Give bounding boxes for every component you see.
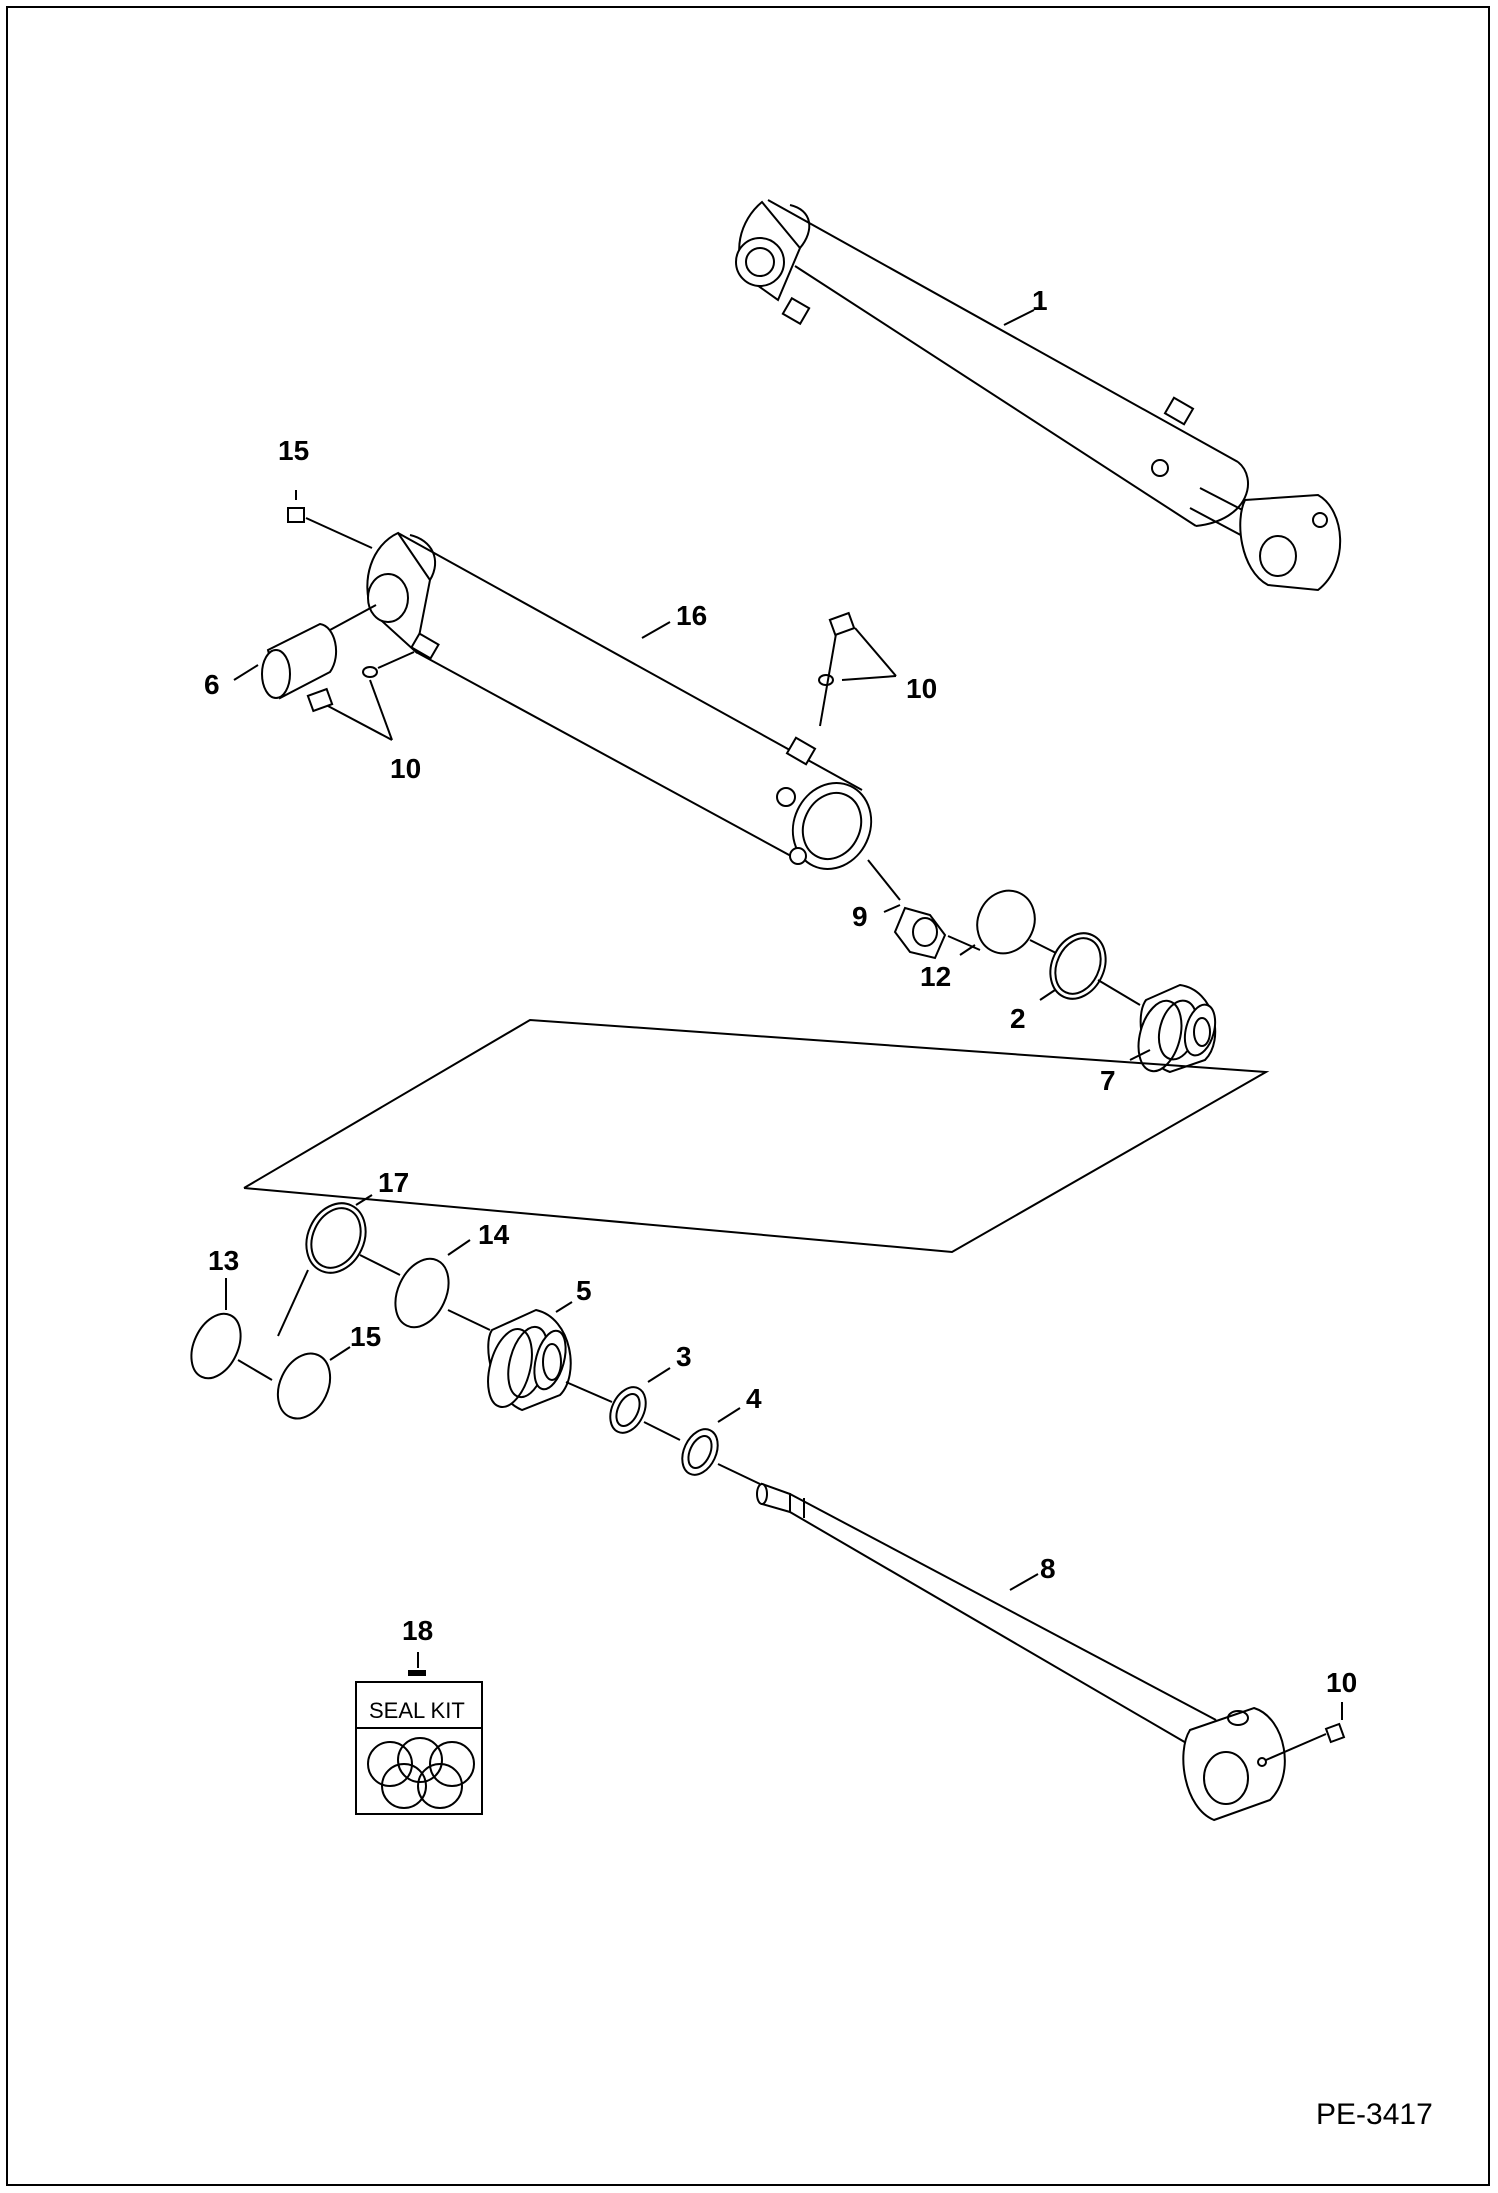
callout-4: 4 xyxy=(746,1383,762,1414)
callout-12: 15 xyxy=(278,435,309,466)
part-17-barrel: 16 xyxy=(366,531,873,870)
part-5-piston: 5 xyxy=(487,1275,613,1412)
callout-13: 12 xyxy=(920,961,951,992)
part-8-rod: 8 xyxy=(756,1482,1286,1822)
seal-kit-label: SEAL KIT xyxy=(369,1698,465,1723)
diagram-code: PE-3417 xyxy=(1316,2098,1433,2131)
part-14-o-ring: 13 xyxy=(190,1245,273,1381)
callout-10-left: 10 xyxy=(390,753,421,784)
part-10-plug-right: 10 xyxy=(818,611,937,727)
callout-16: 15 xyxy=(350,1321,381,1352)
callout-9: 9 xyxy=(852,901,868,932)
callout-1: 1 xyxy=(1032,285,1048,316)
callout-7: 7 xyxy=(1100,1065,1116,1096)
callout-3: 3 xyxy=(676,1341,692,1372)
callout-17: 16 xyxy=(676,600,707,631)
part-7-gland: 7 xyxy=(1100,983,1217,1096)
seal-kit-rings-icon xyxy=(367,1737,475,1809)
part-2-o-ring: 2 xyxy=(1010,932,1141,1034)
part-10-plug-left: 10 xyxy=(306,651,421,784)
drawing-frame xyxy=(6,6,1490,2186)
part-6-bushing: 6 xyxy=(204,604,377,700)
callout-18: 17 xyxy=(378,1167,409,1198)
callout-15: 14 xyxy=(478,1219,510,1250)
callout-11: 10 xyxy=(1326,1667,1357,1698)
callout-6: 6 xyxy=(204,669,220,700)
part-1-cylinder-assembly: 1 xyxy=(735,199,1342,592)
callout-10-right: 10 xyxy=(906,673,937,704)
part-3-seal: 3 xyxy=(609,1341,692,1441)
callout-14: 13 xyxy=(208,1245,239,1276)
callout-5: 5 xyxy=(576,1275,592,1306)
part-12-grease-fitting: 15 xyxy=(278,435,373,549)
part-9-nut: 9 xyxy=(852,859,981,960)
callout-2: 2 xyxy=(1010,1003,1026,1034)
part-4-wear-ring: 4 xyxy=(681,1383,762,1485)
part-11-grease-fitting: 10 xyxy=(1265,1667,1357,1761)
callout-8: 8 xyxy=(1040,1553,1056,1584)
part-19-seal-kit: 18 SEAL KIT xyxy=(355,1615,483,1815)
part-15-o-ring: 14 xyxy=(394,1219,510,1331)
detail-bracket xyxy=(243,1018,1270,1254)
part-16-o-ring: 15 xyxy=(276,1321,381,1420)
callout-19: 18 xyxy=(402,1615,433,1646)
part-18-backup-ring: 17 xyxy=(277,1167,409,1337)
